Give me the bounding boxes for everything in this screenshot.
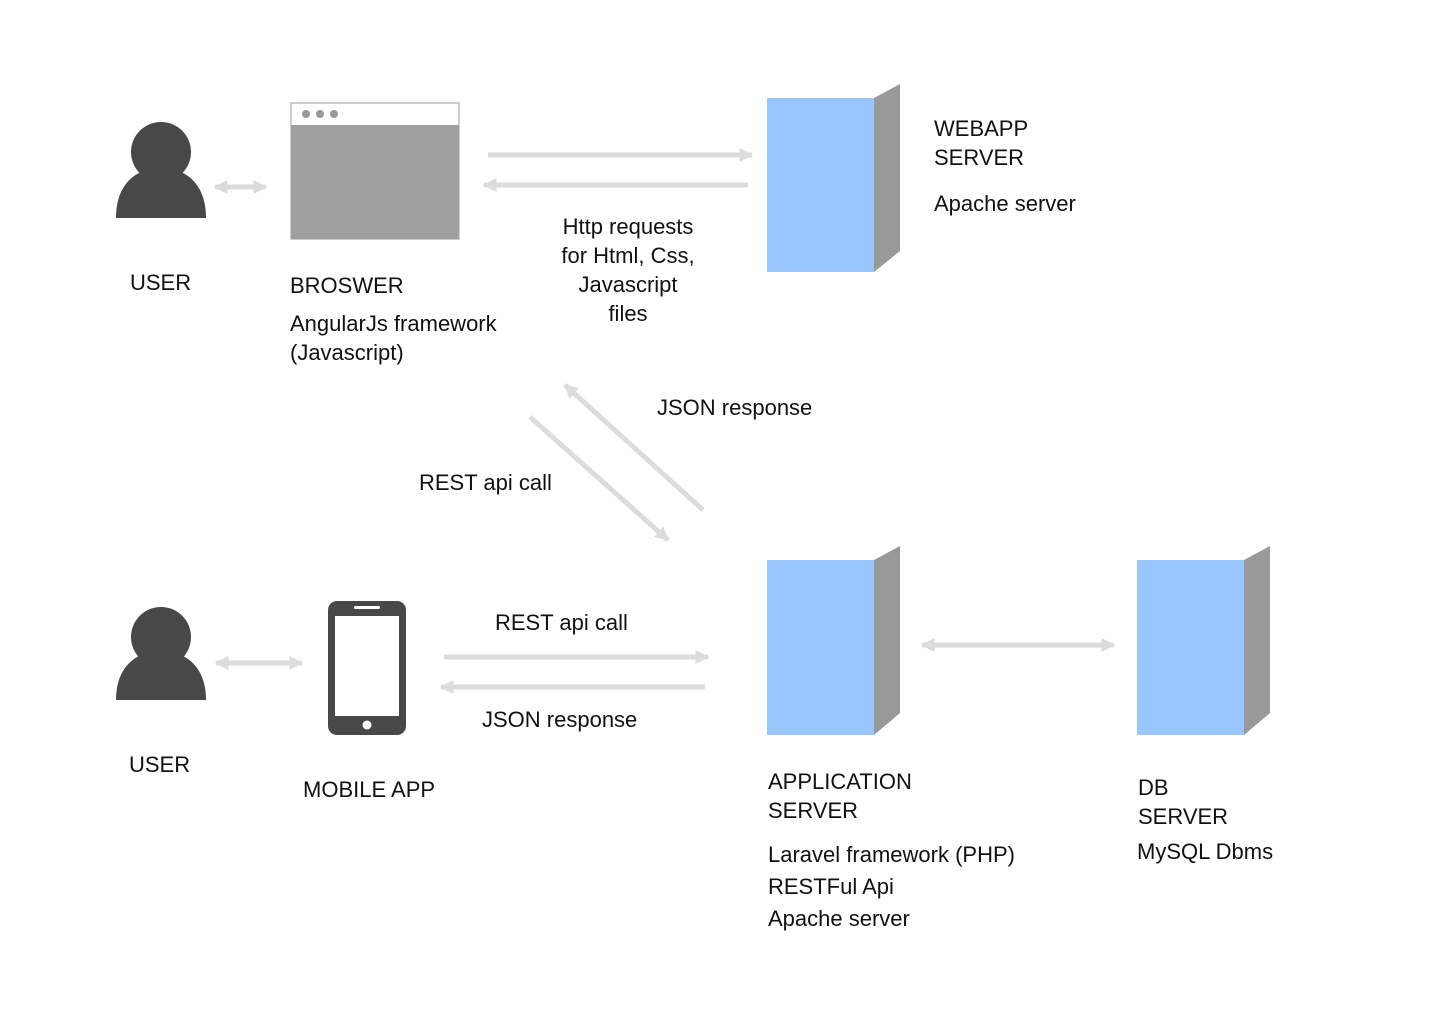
mobile-phone-icon	[328, 601, 406, 735]
application-server-icon	[767, 546, 900, 735]
browser-window-icon	[290, 102, 460, 240]
browser-detail-line1: AngularJs framework	[290, 311, 497, 336]
json-response-mobile-label: JSON response	[482, 707, 638, 732]
db-server-label-line1: DB	[1138, 775, 1169, 800]
http-note-line4: files	[608, 301, 648, 326]
db-server-label-line2: SERVER	[1138, 804, 1229, 829]
http-note-line2: for Html, Css,	[561, 243, 695, 268]
webapp-server-label-line2: SERVER	[934, 145, 1025, 170]
http-note-line3: Javascript	[578, 272, 678, 297]
webapp-server-icon	[767, 84, 900, 272]
user-label-top: USER	[130, 270, 192, 295]
rest-api-call-diagonal-label: REST api call	[419, 470, 552, 495]
application-server-label-line1: APPLICATION	[768, 769, 912, 794]
browser-detail-line2: (Javascript)	[290, 340, 404, 365]
user-icon	[116, 607, 206, 700]
mobile-app-label: MOBILE APP	[303, 777, 436, 802]
db-server-icon	[1137, 546, 1270, 735]
user-label-bottom: USER	[129, 752, 191, 777]
rest-api-call-diagonal-arrow	[528, 415, 670, 542]
application-server-detail-line3: Apache server	[768, 906, 910, 931]
application-server-detail-line2: RESTFul Api	[768, 874, 894, 899]
browser-label: BROSWER	[290, 273, 404, 298]
json-response-diagonal-label: JSON response	[657, 395, 813, 420]
application-server-detail-line1: Laravel framework (PHP)	[768, 842, 1015, 867]
http-note-line1: Http requests	[562, 214, 694, 239]
json-response-diagonal-arrow	[563, 383, 705, 512]
application-server-label-line2: SERVER	[768, 798, 859, 823]
rest-api-call-mobile-label: REST api call	[495, 610, 628, 635]
user-icon	[116, 122, 206, 218]
webapp-server-detail: Apache server	[934, 191, 1076, 216]
db-server-detail: MySQL Dbms	[1137, 839, 1274, 864]
webapp-server-label-line1: WEBAPP	[934, 116, 1029, 141]
